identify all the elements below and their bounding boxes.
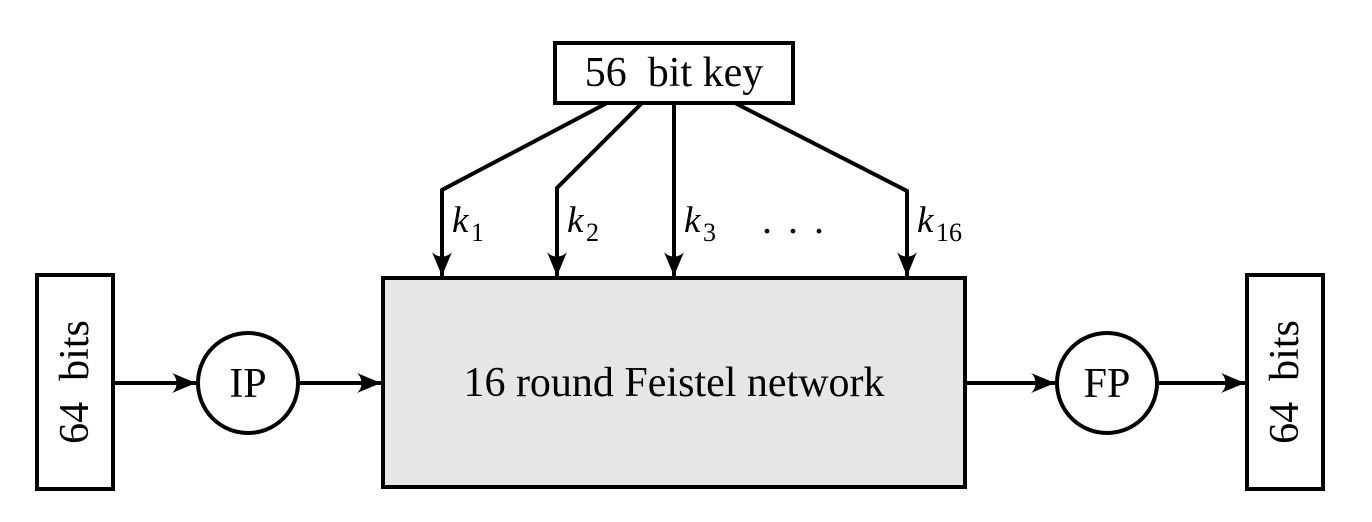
round-key-label-k1-sub: 1	[471, 218, 484, 247]
fp-label: FP	[1084, 361, 1131, 407]
input-bits-box	[35, 273, 115, 491]
round-key-label-k2-base: k	[567, 200, 584, 241]
output-bits-label: 64 bits	[1262, 320, 1308, 444]
round-key-label-k3-base: k	[684, 200, 701, 241]
round-key-ellipsis: . . .	[762, 197, 827, 242]
round-key-label-k1-base: k	[452, 200, 469, 241]
feistel-network-box	[381, 276, 967, 489]
round-key-label-k16-base: k	[917, 200, 934, 241]
round-key-label-k16-sub: 16	[936, 218, 962, 247]
output-bits-box	[1245, 273, 1325, 491]
round-key-arrow-k1	[432, 101, 608, 276]
feistel-network-label: 16 round Feistel network	[463, 360, 884, 406]
key-box-label: 56 bit key	[585, 50, 763, 96]
ip-label: IP	[229, 361, 266, 407]
input-bits-label: 64 bits	[52, 320, 98, 444]
round-key-label-k2-sub: 2	[586, 218, 599, 247]
round-key-arrow-k2	[547, 101, 644, 276]
round-key-label-k3-sub: 3	[703, 218, 716, 247]
round-key-arrow-k16	[734, 101, 917, 276]
